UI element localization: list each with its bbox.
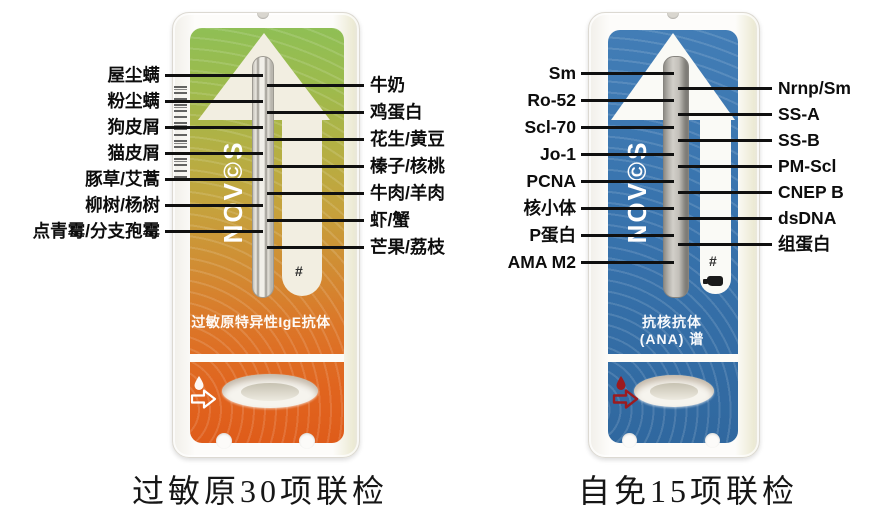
analyte-label: CNEP B — [778, 182, 844, 202]
cassette-bottom-notch — [299, 433, 315, 449]
analyte-label: P蛋白 — [529, 225, 576, 245]
analyte-label: PM-Scl — [778, 156, 837, 176]
analyte-label: 狗皮屑 — [107, 117, 161, 137]
ana-strip-title: 抗核抗体 (ANA) 谱 — [600, 314, 744, 348]
divider-bar — [608, 354, 738, 362]
sample-drop-arrow-icon — [190, 376, 217, 409]
brand-logo: NOV©S — [218, 140, 248, 244]
cassette-top-notch — [667, 13, 679, 19]
up-arrow-stem: # — [282, 116, 322, 296]
analyte-label: SS-A — [778, 104, 820, 124]
analyte-label: Ro-52 — [527, 90, 576, 110]
cassette-top-notch — [257, 13, 269, 19]
analyte-label: 核小体 — [523, 198, 577, 218]
cassette-bottom-notch — [216, 433, 232, 449]
ana-strip-title-line1: 抗核抗体 — [642, 314, 702, 330]
analyte-label: 猫皮屑 — [107, 143, 161, 163]
analyte-label: Scl-70 — [524, 117, 576, 137]
allergen-test-strip-window — [252, 56, 274, 298]
analyte-label: 榛子/核桃 — [370, 156, 445, 176]
analyte-label: AMA M2 — [507, 252, 576, 272]
analyte-label: 花生/黄豆 — [370, 129, 445, 149]
sample-well — [222, 374, 318, 408]
analyte-label: dsDNA — [778, 208, 837, 228]
allergen-caption: 过敏原30项联检 — [131, 473, 388, 509]
cassette-bottom-notch — [705, 433, 720, 448]
sample-drop-arrow-icon — [612, 376, 639, 409]
cassette-bottom-notch — [622, 433, 637, 448]
analyte-label: Sm — [548, 63, 576, 83]
sample-well-recess — [650, 383, 698, 400]
analyte-label: Jo-1 — [540, 144, 576, 164]
ink-mark-icon — [703, 276, 723, 286]
hash-mark: # — [295, 263, 303, 279]
analyte-label: 牛肉/羊肉 — [370, 183, 445, 203]
brand-logo: NOV©S — [622, 140, 652, 244]
allergen-strip-title: 过敏原特异性IgE抗体 — [191, 314, 331, 330]
ana-caption: 自免15项联检 — [577, 473, 798, 509]
hash-mark: # — [709, 253, 717, 269]
analyte-label: 豚草/艾蒿 — [85, 169, 160, 189]
sample-well — [634, 375, 714, 407]
analyte-label: 虾/蟹 — [370, 210, 410, 230]
analyte-label: 牛奶 — [370, 75, 405, 95]
ana-test-strip-window — [663, 56, 689, 298]
analyte-label: 点青霉/分支孢霉 — [32, 221, 160, 241]
divider-bar — [190, 354, 344, 362]
analyte-label: Nrnp/Sm — [778, 78, 851, 98]
up-arrow-stem: # — [700, 116, 731, 294]
analyte-label: 鸡蛋白 — [370, 102, 423, 122]
analyte-label: 柳树/杨树 — [85, 195, 160, 215]
analyte-label: 屋尘螨 — [107, 65, 161, 85]
analyte-label: PCNA — [526, 171, 576, 191]
analyte-label: 粉尘螨 — [107, 91, 161, 111]
barcode — [174, 86, 187, 178]
analyte-label: 组蛋白 — [778, 234, 831, 254]
ana-strip-title-line2: (ANA) 谱 — [639, 331, 705, 347]
analyte-label: SS-B — [778, 130, 820, 150]
analyte-label: 芒果/荔枝 — [370, 237, 445, 257]
sample-well-recess — [241, 382, 299, 401]
